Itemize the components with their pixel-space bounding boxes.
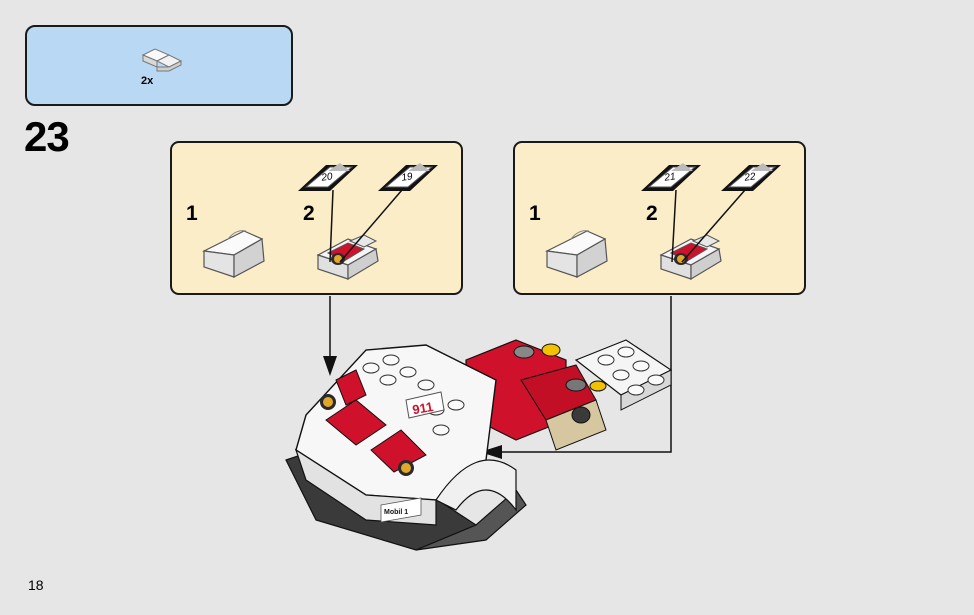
sub-step-2: 2 (303, 202, 315, 225)
decal-911: 911 (411, 399, 434, 417)
step-number: 23 (24, 113, 70, 160)
sub-assembly-callout-left: 1 2 20 19 (170, 141, 463, 295)
decorated-slope-brick-illustration (316, 234, 379, 281)
sticker-tile-19: 19 (368, 157, 446, 202)
part-quantity: 2x (141, 75, 154, 87)
sub-step-1: 1 (186, 202, 198, 225)
sub-step-2: 2 (646, 202, 658, 225)
car-model-illustration: 911 Mobil 1 (285, 339, 673, 551)
sticker-tile-22: 22 (711, 157, 789, 202)
sponsor-label: Mobil 1 (384, 509, 408, 516)
sub-step-1: 1 (529, 202, 541, 225)
sticker-tile-20: 20 (288, 157, 366, 202)
plain-slope-brick-illustration (544, 230, 608, 278)
slope-brick-part-icon (141, 48, 183, 72)
page-number: 18 (28, 577, 44, 593)
plain-slope-brick-illustration (201, 230, 265, 278)
parts-list-box: 2x (25, 25, 293, 106)
sticker-tile-21: 21 (631, 157, 709, 202)
sub-assembly-callout-right: 1 2 21 22 (513, 141, 806, 295)
